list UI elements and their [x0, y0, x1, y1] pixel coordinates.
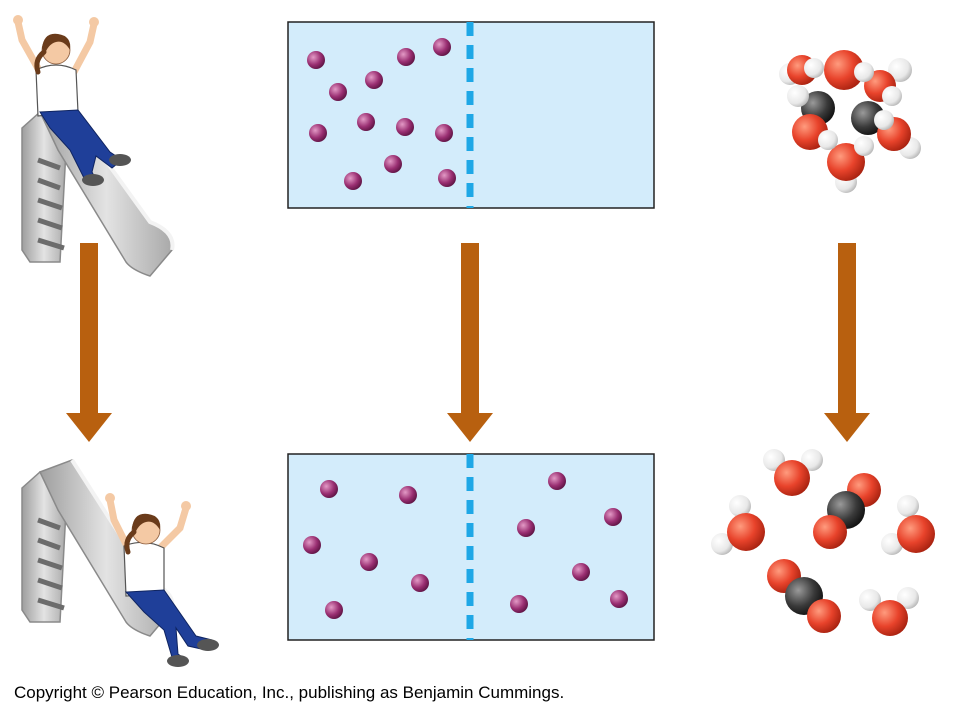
glucose-molecule-icon — [779, 50, 921, 193]
solute-particle — [399, 486, 417, 504]
solute-particle — [435, 124, 453, 142]
solute-particle — [384, 155, 402, 173]
arrow-middle — [447, 243, 493, 442]
arrow-left — [66, 243, 112, 442]
solute-particle — [325, 601, 343, 619]
child-at-top-of-slide-icon — [13, 15, 175, 277]
water-molecule — [763, 449, 823, 496]
solute-particle — [510, 595, 528, 613]
carbon-dioxide-molecule — [813, 473, 881, 549]
diffusion-chamber-concentrated — [287, 21, 655, 209]
solute-particle — [344, 172, 362, 190]
solute-particle — [357, 113, 375, 131]
solute-particle — [604, 508, 622, 526]
carbon-dioxide-and-water-molecules-icon — [711, 449, 935, 636]
solute-particle — [365, 71, 383, 89]
solute-particle — [433, 38, 451, 56]
solute-particle — [360, 553, 378, 571]
child-at-bottom-of-slide-icon — [21, 458, 219, 667]
solute-particle — [397, 48, 415, 66]
solute-particles-bottom — [303, 472, 628, 619]
solute-particle — [572, 563, 590, 581]
solute-particle — [396, 118, 414, 136]
arrow-right — [824, 243, 870, 442]
diffusion-chamber-equilibrium — [287, 453, 655, 641]
solute-particle — [610, 590, 628, 608]
solute-particle — [309, 124, 327, 142]
solute-particle — [548, 472, 566, 490]
water-molecule — [711, 495, 765, 555]
solute-particle — [303, 536, 321, 554]
copyright-caption: Copyright © Pearson Education, Inc., pub… — [14, 683, 565, 702]
carbon-dioxide-molecule — [767, 559, 841, 633]
solute-particles-top — [307, 38, 456, 190]
solute-particle — [307, 51, 325, 69]
solute-particle — [411, 574, 429, 592]
solute-particle — [517, 519, 535, 537]
water-molecule — [859, 587, 919, 636]
water-molecule — [881, 495, 935, 555]
solute-particle — [329, 83, 347, 101]
solute-particle — [320, 480, 338, 498]
solute-particle — [438, 169, 456, 187]
